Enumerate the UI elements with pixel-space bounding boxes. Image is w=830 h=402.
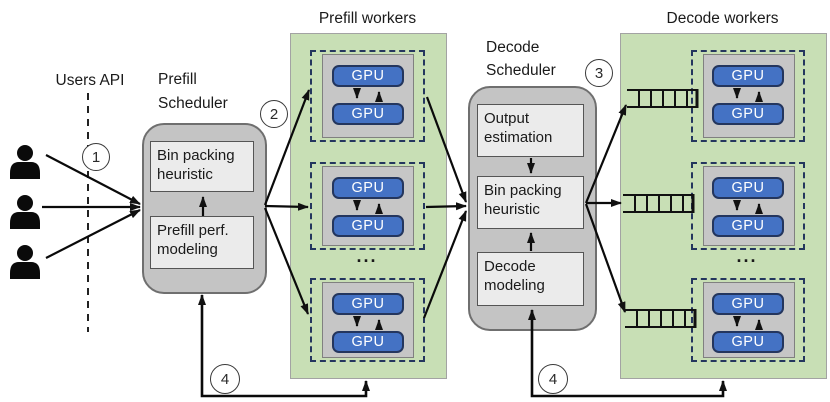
decode-modeling-module: Decode modeling	[477, 252, 584, 306]
more-prefill-workers-ellipsis: ...	[356, 246, 378, 266]
prefill-scheduler-label: Prefill Scheduler	[158, 71, 228, 112]
more-decode-workers-ellipsis: ...	[736, 246, 758, 266]
prefill-perf-modeling-module: Prefill perf. modeling	[150, 216, 254, 269]
gpu-chip: GPU	[712, 331, 784, 353]
gpu-chip: GPU	[712, 293, 784, 315]
decode-scheduler-label: Decode Scheduler	[486, 39, 556, 79]
user-icon	[10, 245, 40, 279]
prefill-workers-title: Prefill workers	[318, 10, 417, 27]
gpu-chip: GPU	[332, 177, 404, 199]
decode-workers-title: Decode workers	[666, 10, 779, 27]
prefill-worker-node-1	[310, 50, 425, 142]
gpu-chip: GPU	[712, 65, 784, 87]
output-estimation-module: Output estimation	[477, 104, 584, 157]
step-circle-4-decode: 4	[538, 364, 568, 394]
step-circle-1: 1	[82, 143, 110, 171]
user-request-arrows	[42, 154, 141, 259]
gpu-chip: GPU	[332, 293, 404, 315]
gpu-chip: GPU	[332, 103, 404, 125]
gpu-chip: GPU	[332, 331, 404, 353]
step-circle-4-prefill: 4	[210, 364, 240, 394]
gpu-chip: GPU	[712, 215, 784, 237]
gpu-chip: GPU	[332, 65, 404, 87]
gpu-chip: GPU	[332, 215, 404, 237]
users-api-label: Users API	[55, 72, 125, 89]
decode-binpacking-module: Bin packing heuristic	[477, 176, 584, 229]
user-icon	[10, 145, 40, 179]
prefill-binpacking-module: Bin packing heuristic	[150, 141, 254, 192]
gpu-chip: GPU	[712, 103, 784, 125]
step-circle-3: 3	[585, 59, 613, 87]
gpu-chip: GPU	[712, 177, 784, 199]
prefill-worker-node-2	[310, 162, 425, 250]
step-circle-2: 2	[260, 100, 288, 128]
user-icon	[10, 195, 40, 229]
